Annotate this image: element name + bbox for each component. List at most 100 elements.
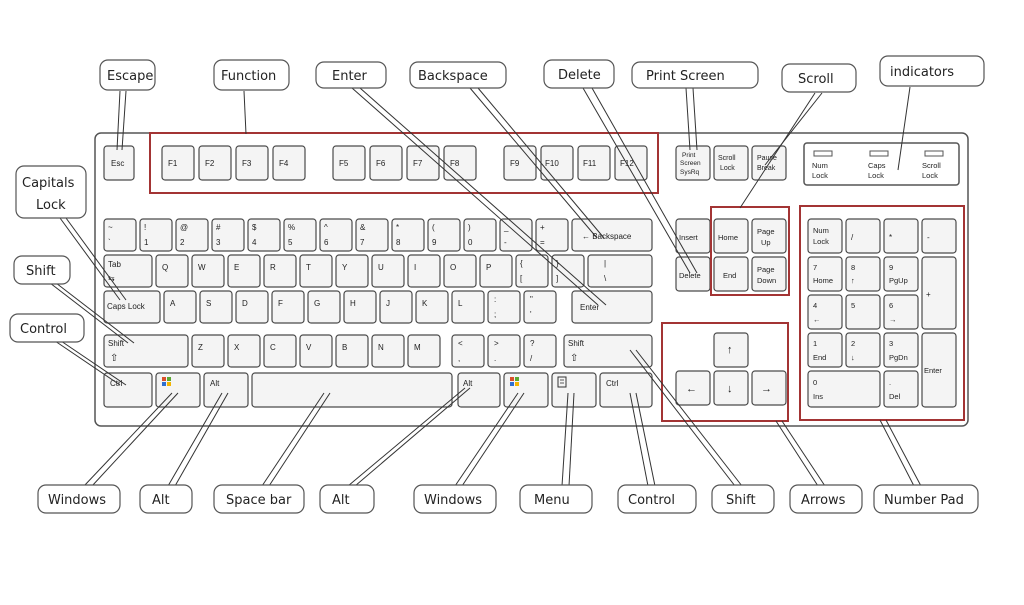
key-f6-label: F6 [376, 159, 386, 168]
key-9-top: ( [432, 223, 435, 232]
key-f4-label: F4 [279, 159, 289, 168]
key-slash-top: ? [530, 339, 535, 348]
key-3-top: # [216, 223, 221, 232]
number-row: ~ ` ! 1 @ 2 # 3 $ 4 % 5 ^ 6 & 7 * 8 ( 9 … [103, 218, 653, 252]
key-np-divide [845, 218, 881, 254]
callout-print-screen: Print Screen [631, 61, 759, 89]
callout-alt-left: Alt [139, 484, 193, 514]
key-quote-top: " [530, 295, 533, 304]
key-f2 [198, 145, 232, 181]
key-shift-right-label: Shift [568, 339, 585, 348]
key-c [263, 334, 297, 368]
callout-control-right: Control [617, 484, 697, 514]
key-np1-label-2: End [813, 353, 826, 362]
shift-arrow-left-icon: ⇧ [110, 353, 118, 364]
key-y-label: Y [342, 263, 348, 272]
indicator-num-line2: Lock [812, 171, 828, 180]
key-numlock-label-2: Lock [813, 237, 829, 246]
callout-print-screen-text: Print Screen [646, 69, 725, 84]
key-slash-bot: / [530, 354, 533, 363]
key-np2 [845, 332, 881, 368]
key-enter [571, 290, 653, 324]
key-bracket-open-top: { [520, 259, 523, 268]
key-f1-label: F1 [168, 159, 178, 168]
key-f9-label: F9 [510, 159, 520, 168]
key-backspace-label: ← Backspace [582, 232, 632, 241]
key-w-label: W [198, 263, 206, 272]
key-n-label: N [378, 343, 384, 352]
key-d-label: D [242, 299, 248, 308]
key-np2-label-2: ↓ [851, 353, 855, 362]
key-esc-label: Esc [111, 159, 124, 168]
key-semicolon [487, 290, 521, 324]
key-equals-bot: = [540, 238, 545, 247]
callout-escape: Escape [99, 59, 156, 91]
callout-backspace: Backspace [409, 61, 507, 89]
key-f11-label: F11 [583, 159, 597, 168]
callout-indicators: indicators [879, 55, 985, 87]
key-equals-top: + [540, 223, 545, 232]
callout-alt-left-text: Alt [152, 493, 170, 508]
key-comma-top: < [458, 339, 463, 348]
callout-control-left: Control [9, 313, 85, 343]
callout-function-text: Function [221, 69, 276, 84]
callout-number-pad: Number Pad [873, 484, 979, 514]
key-np-enter [921, 332, 957, 408]
key-pagedown-label-2: Down [757, 276, 776, 285]
key-6 [319, 218, 353, 252]
key-f-label: F [278, 299, 283, 308]
key-ctrl-right-label: Ctrl [606, 379, 619, 388]
key-arrow-up [713, 332, 749, 368]
key-7-top: & [360, 223, 366, 232]
bottom-row: Ctrl Alt Alt Ctrl [103, 372, 653, 408]
key-p-label: P [486, 263, 491, 272]
number-pad: Num Lock / * - 7 Home 8 ↑ 9 PgUp + 4 ← 5… [807, 218, 957, 408]
callout-shift-left-text: Shift [26, 264, 56, 279]
key-period [487, 334, 521, 368]
key-4-top: $ [252, 223, 257, 232]
key-u [371, 254, 405, 288]
key-np-enter-label: Enter [924, 366, 942, 375]
key-scrlk-label-1: Scroll [718, 155, 736, 162]
key-9 [427, 218, 461, 252]
key-o-label: O [450, 263, 456, 272]
key-pipe [587, 254, 653, 288]
key-bracket-open [515, 254, 549, 288]
callout-menu-text: Menu [534, 493, 570, 508]
key-f1 [161, 145, 195, 181]
key-4-bot: 4 [252, 238, 257, 247]
key-period-bot: . [494, 354, 496, 363]
key-j [379, 290, 413, 324]
key-np1-label-1: 1 [813, 339, 817, 348]
key-4 [247, 218, 281, 252]
key-menu [551, 372, 597, 408]
key-1-bot: 1 [144, 238, 149, 247]
key-scrlk-label-2: Lock [720, 165, 735, 172]
key-g-label: G [314, 299, 320, 308]
key-arrow-right-label: → [761, 383, 772, 395]
key-v-label: V [306, 343, 312, 352]
key-e [227, 254, 261, 288]
key-np0-label-2: Ins [813, 392, 823, 401]
key-8-top: * [396, 223, 399, 232]
key-period-top: > [494, 339, 499, 348]
z-row: Shift ⇧ Z X C V B N M < , > . ? / Shift … [103, 334, 653, 368]
key-f9 [503, 145, 537, 181]
arrow-keys: ↑ ← ↓ → [675, 332, 787, 406]
key-f7 [406, 145, 440, 181]
key-arrow-left [675, 370, 711, 406]
shift-arrow-right-icon: ⇧ [570, 353, 578, 364]
callout-delete: Delete [543, 59, 615, 89]
indicator-scroll-line2: Lock [922, 171, 938, 180]
key-3 [211, 218, 245, 252]
callout-control-right-text: Control [628, 493, 675, 508]
key-2-bot: 2 [180, 238, 185, 247]
key-1-top: ! [144, 223, 146, 232]
key-scroll-lock [713, 145, 749, 181]
callout-menu: Menu [519, 484, 593, 514]
key-quote-bot: ' [530, 310, 532, 319]
key-f6 [369, 145, 403, 181]
key-num-lock [807, 218, 843, 254]
key-end-label: End [723, 271, 736, 280]
key-i-label: I [414, 263, 416, 272]
